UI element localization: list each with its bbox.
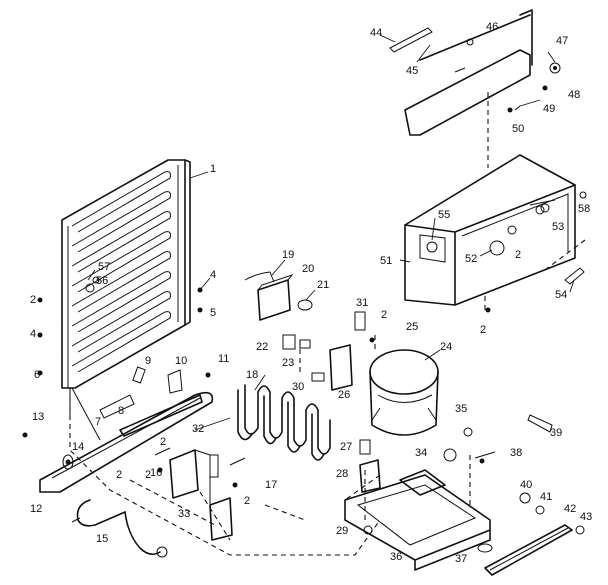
callouts: 1 2 2 2 2 2 2 2 2 4 4 5 6 7 8 9 10 11 12… [30,21,592,565]
top-bracket [389,9,561,136]
base-frame [344,469,491,571]
callout-48: 48 [568,89,580,101]
callout-22: 22 [256,341,268,353]
callout-25: 25 [406,321,418,333]
callout-20: 20 [302,263,314,275]
callout-38: 38 [510,447,522,459]
callout-15: 15 [96,533,108,545]
callout-49: 49 [543,103,555,115]
callout-24: 24 [440,341,452,353]
callout-2e: 2 [145,469,151,481]
callout-34: 34 [415,447,427,459]
callout-2g: 2 [244,495,250,507]
callout-51: 51 [380,255,392,267]
callout-2c: 2 [480,324,486,336]
callout-40: 40 [520,479,532,491]
control-box [404,154,576,306]
callout-7: 7 [95,416,101,428]
callout-8: 8 [118,405,124,417]
callout-35: 35 [455,403,467,415]
callout-11: 11 [218,353,229,365]
callout-53: 53 [552,221,564,233]
callout-21: 21 [317,279,329,291]
callout-57: 57 [98,261,110,273]
callout-19: 19 [282,249,294,261]
leader-lines [87,34,575,431]
callout-31: 31 [356,297,368,309]
assembly-lines [69,92,586,556]
callout-42: 42 [564,503,576,515]
callout-46: 46 [486,21,498,33]
callout-26: 26 [338,389,350,401]
callout-55: 55 [438,209,450,221]
callout-41: 41 [540,491,552,503]
callout-5: 5 [210,307,216,319]
callout-9: 9 [145,355,151,367]
callout-27: 27 [340,441,352,453]
callout-58: 58 [578,203,590,215]
callout-14: 14 [72,441,84,453]
callout-56: 56 [96,275,108,287]
callout-32: 32 [192,423,204,435]
callout-4a: 4 [210,269,216,281]
callout-45: 45 [406,65,418,77]
callout-13: 13 [32,411,44,423]
callout-2f: 2 [116,469,122,481]
drain-heater-loop [237,384,331,461]
callout-18: 18 [246,369,258,381]
callout-10: 10 [175,355,187,367]
callout-2d: 2 [515,249,521,261]
condenser-tubes [71,171,171,373]
callout-50: 50 [512,123,524,135]
callout-52: 52 [465,253,477,265]
callout-44: 44 [370,27,382,39]
callout-43: 43 [580,511,592,523]
callout-30: 30 [292,381,304,393]
callout-2a: 2 [30,294,36,306]
power-cord [71,499,168,558]
callout-36: 36 [390,551,402,563]
callout-28: 28 [336,468,348,480]
callout-54: 54 [555,289,567,301]
condenser-coil [61,159,191,441]
small-parts [22,85,587,553]
rail [484,524,573,576]
callout-39: 39 [550,427,562,439]
callout-23: 23 [282,357,294,369]
callout-33: 33 [178,508,190,520]
compressor [369,349,439,436]
callout-6: 6 [34,369,40,381]
callout-4b: 4 [30,328,36,340]
callout-12: 12 [30,503,42,515]
callout-47: 47 [556,35,568,47]
callout-17: 17 [265,479,277,491]
callout-2b: 2 [381,309,387,321]
drain-tube [39,391,214,493]
callout-37: 37 [455,553,467,565]
callout-1: 1 [210,163,216,175]
callout-29: 29 [336,525,348,537]
callout-16: 16 [150,467,162,479]
callout-2h: 2 [160,436,166,448]
